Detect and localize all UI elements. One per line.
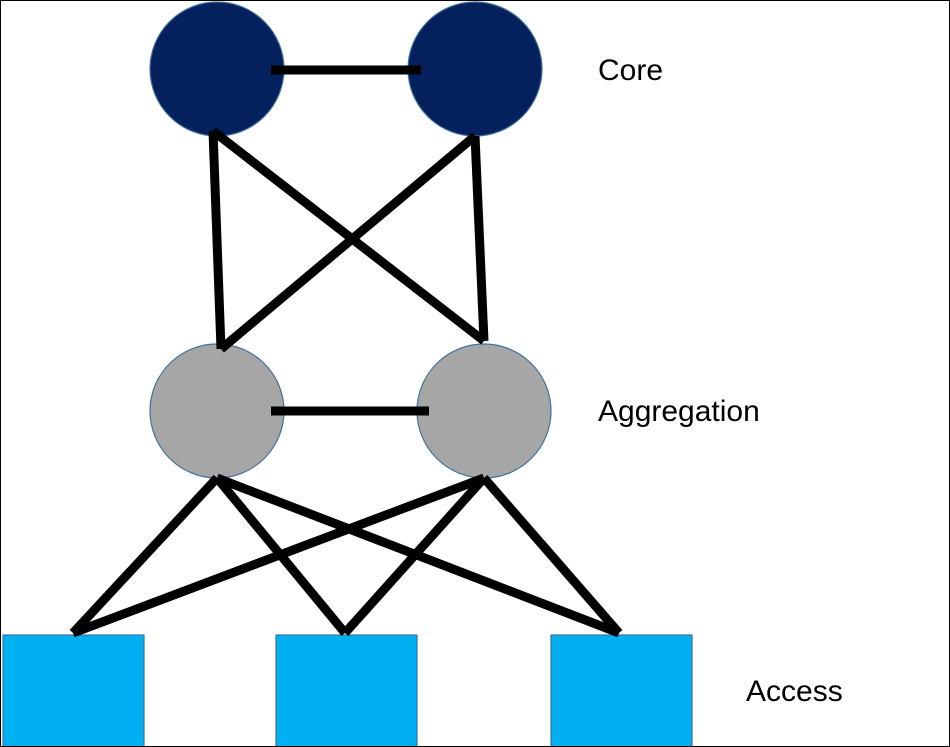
core-node-core-1 [149, 1, 285, 137]
core-layer-label: Core [598, 54, 664, 87]
aggregation-layer-label: Aggregation [598, 395, 760, 428]
nodes-layer [2, 1, 693, 746]
link-core-1-to-agg-1 [208, 130, 226, 350]
core-node-core-2 [407, 1, 543, 137]
aggregation-node-agg-2 [416, 343, 552, 479]
access-node-access-1 [2, 634, 145, 746]
link-core-2-to-agg-2 [470, 135, 489, 342]
link-agg-2-to-access-3 [480, 475, 623, 636]
link-agg-1-to-access-1 [69, 474, 221, 637]
aggregation-node-agg-1 [149, 343, 285, 479]
link-agg-2-to-access-1 [71, 473, 486, 638]
link-core-2-to-agg-1 [218, 132, 478, 353]
links-layer [69, 65, 623, 638]
link-agg-2-to-access-2 [341, 474, 488, 637]
access-node-access-3 [550, 634, 693, 746]
access-node-access-2 [275, 634, 418, 746]
access-layer-label: Access [746, 675, 843, 708]
link-core-1-to-agg-2 [210, 127, 487, 345]
